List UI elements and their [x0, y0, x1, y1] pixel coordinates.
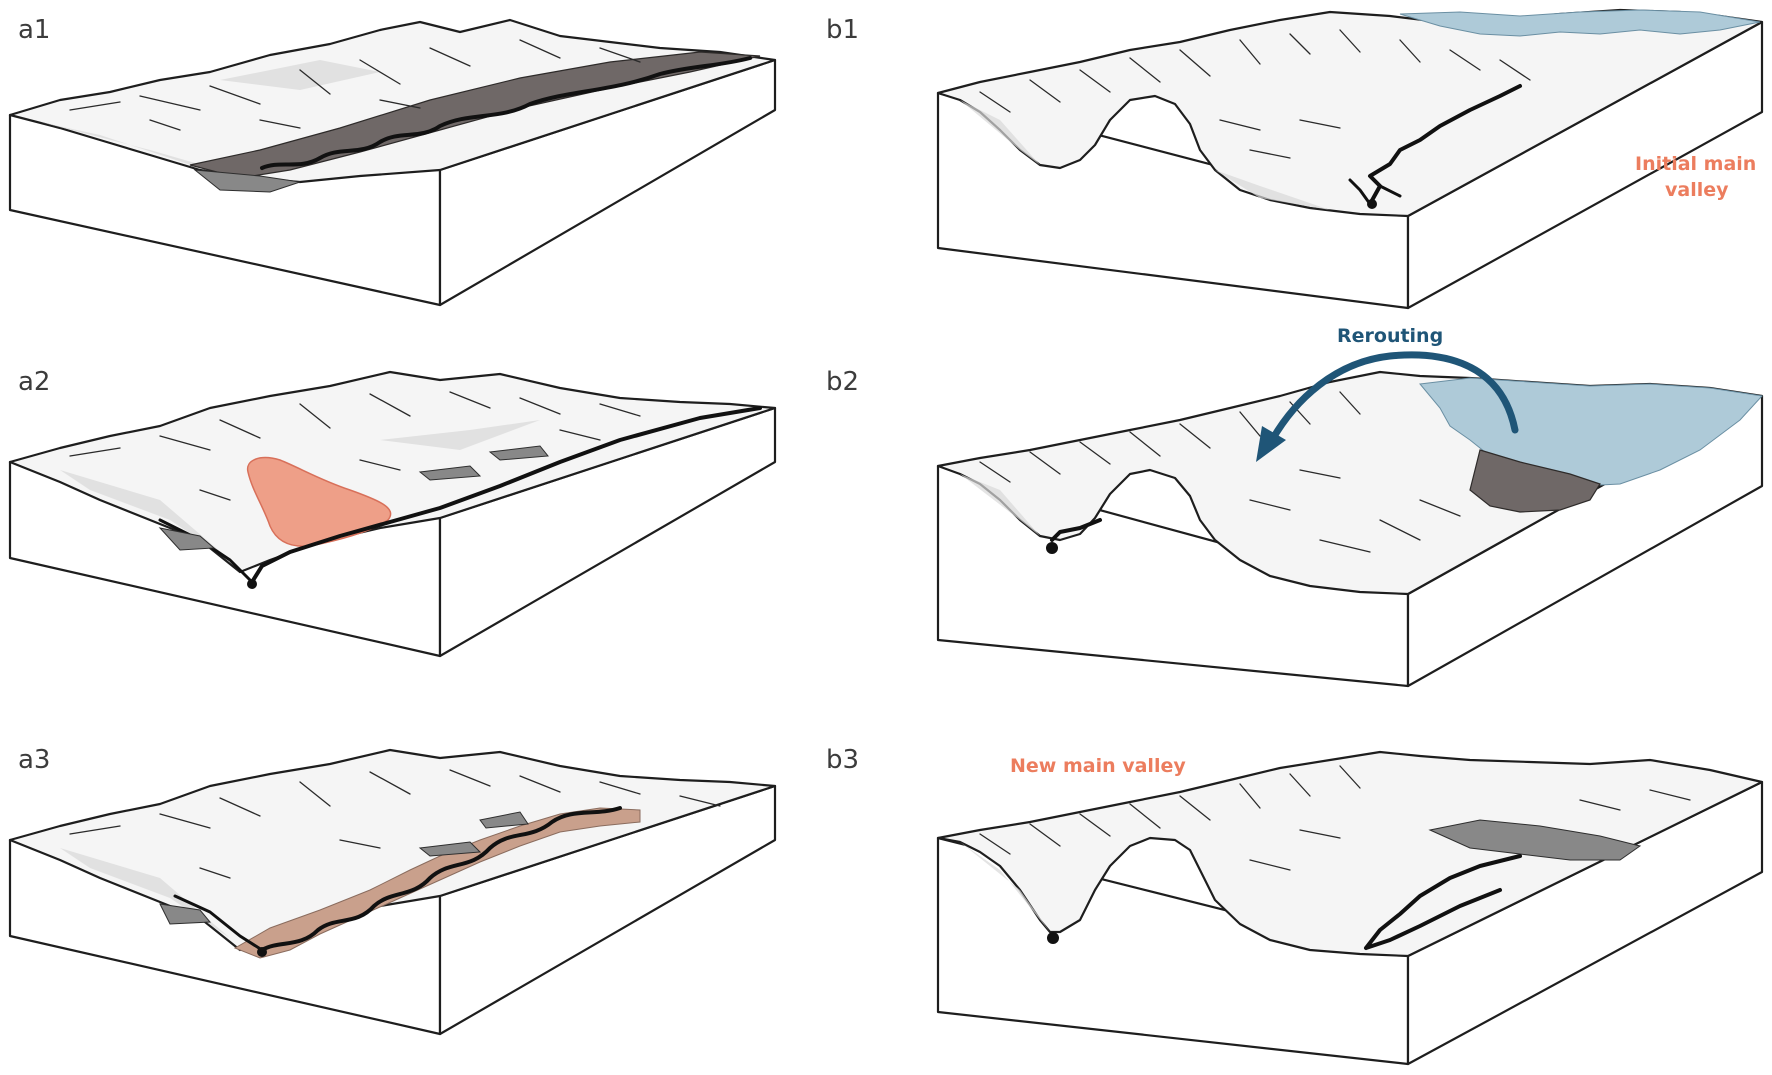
terrain-surface-b3	[936, 750, 1764, 958]
river-b3	[1364, 854, 1522, 950]
rerouting-arrowhead	[1256, 426, 1286, 462]
ice-dam-sediment-b2	[1469, 449, 1601, 513]
river-b1	[1368, 84, 1522, 206]
river-a1	[260, 56, 752, 170]
dammed-lake-a2	[246, 456, 392, 548]
panel-a2: a2	[8, 367, 777, 658]
annotation-initial-main-valley-line2: valley	[1665, 179, 1729, 201]
panel-a1: a1	[8, 15, 777, 307]
valley-sediment-b3	[1428, 819, 1642, 861]
annotation-new-main-valley: New main valley	[1010, 755, 1186, 777]
rerouting-arrow	[1268, 351, 1519, 444]
panel-b3: b3 New main valley	[826, 745, 1764, 1066]
river-b2	[1050, 518, 1102, 542]
panel-a3: a3	[8, 745, 777, 1036]
panel-label-b3: b3	[826, 745, 859, 775]
panel-label-a1: a1	[18, 15, 50, 45]
annotation-initial-main-valley-line1: Initial main	[1635, 153, 1756, 175]
terrain-surface-b1	[936, 8, 1764, 218]
panel-label-b2: b2	[826, 367, 859, 397]
panel-b1: b1 Initial main valley	[826, 8, 1764, 310]
panel-b2: b2 Rerouting	[826, 325, 1764, 688]
panel-label-a3: a3	[18, 745, 50, 775]
panel-label-b1: b1	[826, 15, 859, 45]
glacier-b1	[1399, 9, 1761, 37]
river-a2	[250, 406, 762, 584]
panel-label-a2: a2	[18, 367, 50, 397]
annotation-rerouting: Rerouting	[1337, 325, 1443, 347]
river-a3	[260, 806, 622, 952]
